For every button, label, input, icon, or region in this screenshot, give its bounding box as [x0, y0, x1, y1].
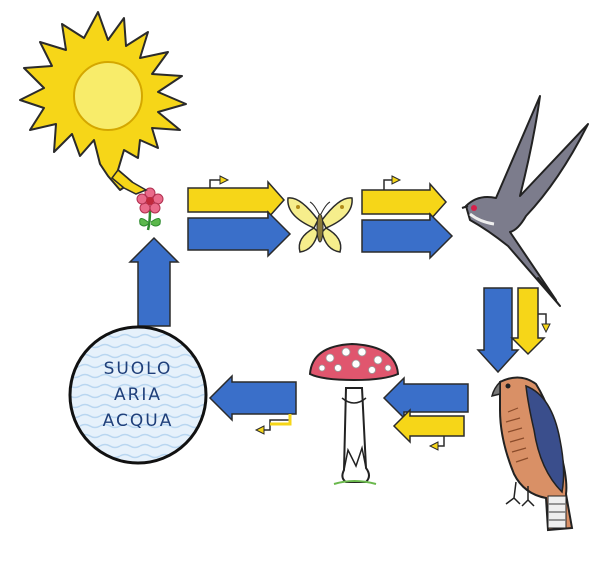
arrow-mushroom-abiotic [208, 374, 297, 435]
arrow-hawk-mushroom [382, 376, 469, 451]
arrow-butterfly-swallow [361, 175, 454, 260]
butterfly-icon [287, 197, 353, 253]
arrow-flower-butterfly [187, 175, 292, 258]
flower-icon [136, 187, 164, 231]
mushroom-icon [308, 342, 400, 485]
arrow-swallow-hawk [476, 287, 551, 374]
arrow-abiotic-flower [128, 236, 180, 327]
energy-arrow-sun-flower [110, 168, 148, 195]
hawk-icon [490, 376, 574, 532]
sun-icon [19, 11, 187, 191]
abiotic-circle [68, 325, 208, 465]
swallow-icon [461, 95, 589, 307]
